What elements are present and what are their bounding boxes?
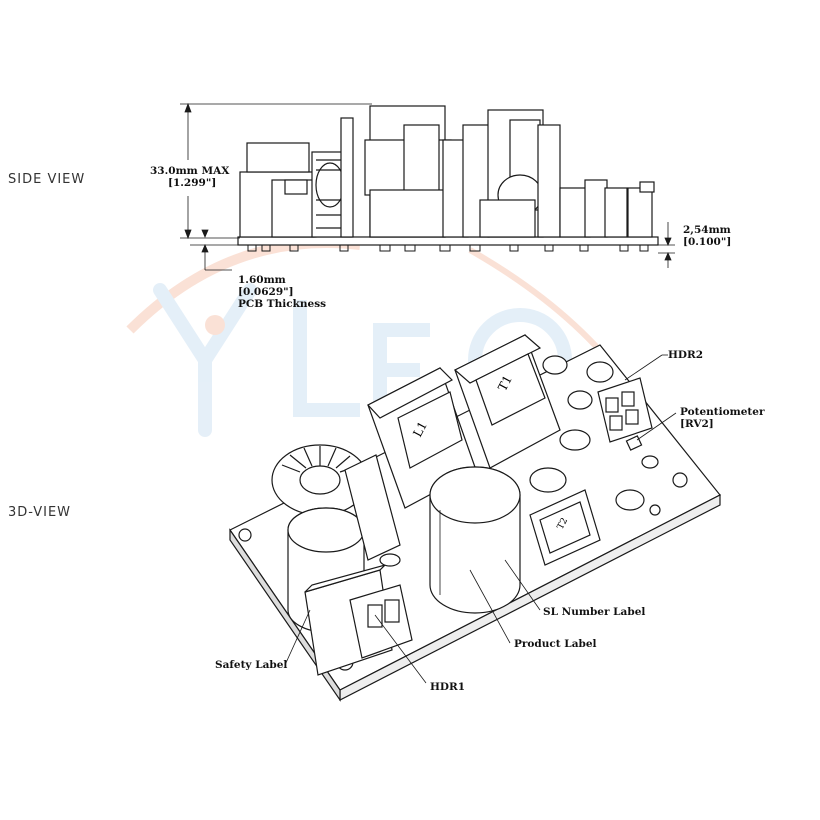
side-view-label: SIDE VIEW [8,172,86,187]
standoff-callout: 2,54mm [0.100"] [683,224,731,248]
pcb-board [237,236,659,246]
l1-mark: L1 [410,419,430,439]
hdr1-callout: HDR1 [430,681,466,693]
height-dimension [180,102,372,240]
side-view-drawing [237,105,659,252]
hdr2-callout: HDR2 [668,349,704,361]
potentiometer-label: Potentiometer [680,406,765,418]
pcb-mm: 1.60mm [238,274,286,286]
sl-number-label-callout: SL Number Label [543,606,646,618]
potentiometer-callout: Potentiometer [RV2] [680,406,764,430]
leader-lines [284,354,677,684]
pcb-thickness-dimension [190,229,240,271]
safety-label-callout: Safety Label [215,659,288,671]
standoff-in: [0.100"] [683,236,732,248]
rv2-label: [RV2] [680,418,714,430]
t1-mark: T1 [495,373,515,393]
t2-mark: T2 [556,516,570,531]
height-mm: 33.0mm MAX [150,165,230,177]
bottom-pins [247,244,649,252]
three-d-view-label: 3D-VIEW [8,505,72,520]
pcb-label: PCB Thickness [238,298,327,310]
pcb-in: [0.0629"] [238,286,294,298]
height-callout: 33.0mm MAX [1.299"] [150,165,229,189]
standoff-mm: 2,54mm [683,224,731,236]
three-d-drawing [229,334,721,702]
standoff-dimension [655,222,675,268]
pcb-thickness-callout: 1.60mm [0.0629"] PCB Thickness [238,274,326,310]
height-in: [1.299"] [168,177,217,189]
product-label-callout: Product Label [514,638,597,650]
